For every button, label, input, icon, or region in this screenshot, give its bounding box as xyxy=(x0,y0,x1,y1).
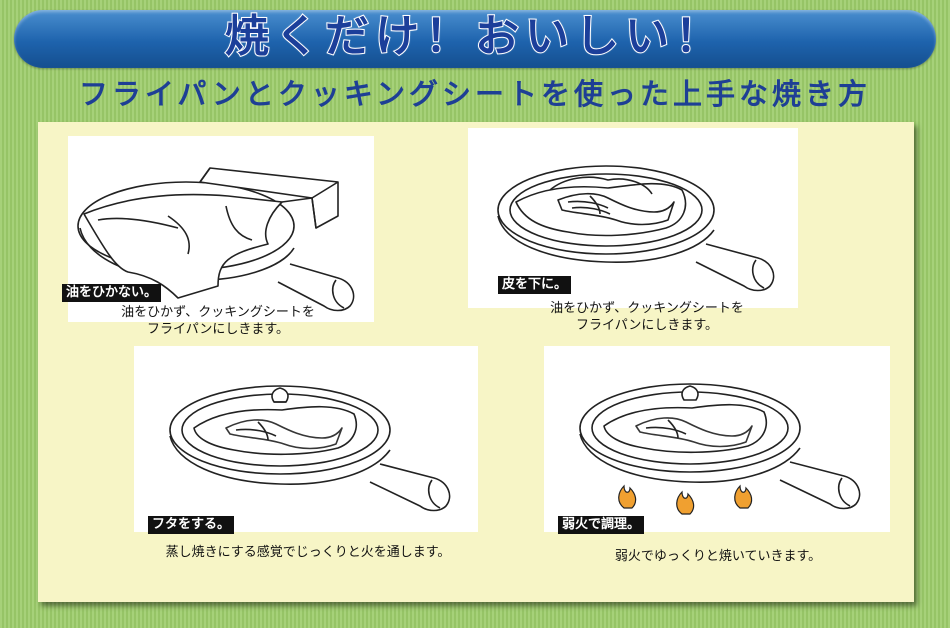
caption-line: フライパンにしきます。 xyxy=(575,318,719,333)
frying-pan-with-fish-icon xyxy=(497,165,775,292)
caption-line: 弱火でゆっくりと焼いていきます。 xyxy=(614,549,822,564)
step-4-caption: 弱火でゆっくりと焼いていきます。 xyxy=(558,548,878,565)
caption-line: 油をひかず、クッキングシートを xyxy=(121,305,315,320)
step-1-label: 油をひかない。 xyxy=(62,284,162,302)
page-title: 焼くだけ！おいしい！ xyxy=(224,10,725,63)
step-1-caption: 油をひかず、クッキングシートを フライパンにしきます。 xyxy=(98,304,338,338)
step-3-caption: 蒸し焼きにする感覚でじっくりと火を通します。 xyxy=(138,544,478,561)
step-2-label: 皮を下に。 xyxy=(498,276,572,294)
step-3-card: フタをする。 xyxy=(134,346,478,534)
step-3-label: フタをする。 xyxy=(148,516,235,534)
step-2-caption: 油をひかず、クッキングシートを フライパンにしきます。 xyxy=(522,300,772,334)
instructions-panel: 油をひかない。 油をひかず、クッキングシートを フライパンにしきます。 皮を下に… xyxy=(38,122,914,602)
page-subtitle: フライパンとクッキングシートを使った上手な焼き方 xyxy=(78,77,871,111)
caption-line: フライパンにしきます。 xyxy=(146,322,290,337)
covered-frying-pan-on-flame-icon xyxy=(579,383,861,515)
frying-pan-with-sheet-roll-icon xyxy=(77,167,355,312)
step-4-card: 弱火で調理。 xyxy=(544,346,890,534)
covered-frying-pan-icon xyxy=(169,385,451,512)
caption-line: 蒸し焼きにする感覚でじっくりと火を通します。 xyxy=(165,545,451,560)
flame-icon xyxy=(618,484,753,515)
step-2-card: 皮を下に。 xyxy=(468,128,798,308)
title-banner: 焼くだけ！おいしい！ xyxy=(14,10,936,68)
step-1-card: 油をひかない。 xyxy=(62,136,374,322)
caption-line: 油をひかず、クッキングシートを xyxy=(550,301,744,316)
step-4-label: 弱火で調理。 xyxy=(558,516,645,534)
